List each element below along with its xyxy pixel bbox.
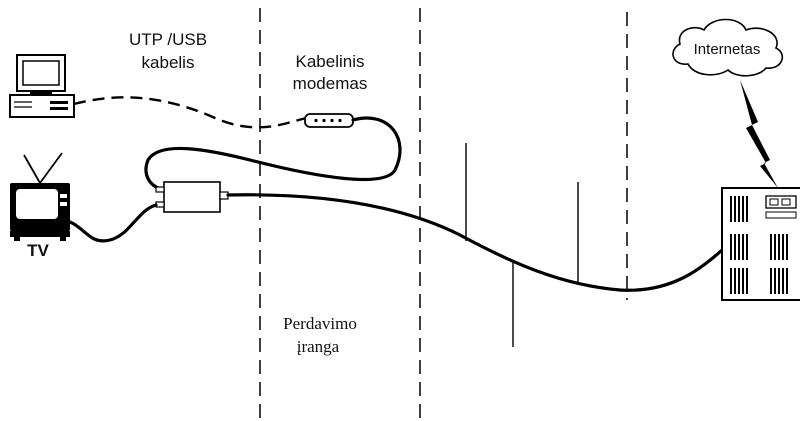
equipment-label-line1: Perdavimo: [283, 314, 357, 333]
cable-modem-label-line1: Kabelinis: [296, 52, 365, 71]
cable-modem-label-line2: modemas: [293, 74, 368, 93]
utp-usb-label-line2: kabelis: [142, 53, 195, 72]
computer-icon: [9, 54, 75, 118]
headend-server-icon: [721, 187, 800, 301]
modem-cable: [144, 116, 402, 192]
tv-label: TV: [27, 241, 49, 260]
network-taps: [465, 143, 579, 347]
cloud-icon: [672, 18, 784, 77]
equipment-label-line2: įranga: [297, 337, 340, 356]
internet-label: Internetas: [694, 41, 761, 58]
utp-usb-cable: [73, 96, 307, 129]
lightning-icon: [740, 80, 778, 188]
tv-icon: [10, 152, 70, 241]
utp-usb-label-line1: UTP /USB: [129, 30, 207, 49]
section-dividers: [259, 8, 628, 421]
cable-modem-icon: [304, 113, 354, 128]
tv-cable: [68, 203, 158, 243]
splitter-icon: [155, 181, 229, 213]
main-coax-cable: [226, 193, 724, 292]
